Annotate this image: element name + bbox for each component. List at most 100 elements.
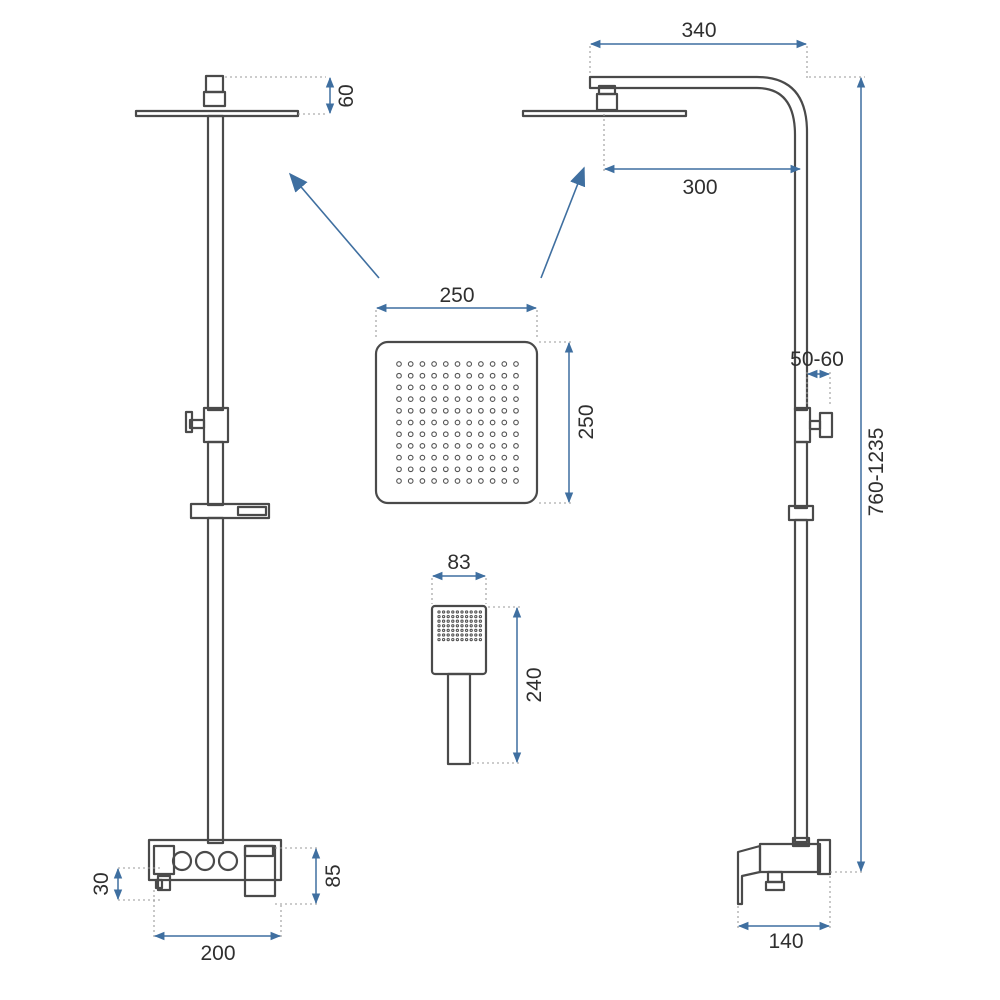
nozzle-hole — [442, 372, 449, 379]
nozzle-hole — [407, 372, 414, 379]
nozzle-hole — [396, 431, 402, 438]
nozzle-hole — [464, 624, 469, 628]
nozzle-hole — [396, 454, 402, 461]
nozzle-hole — [419, 384, 426, 391]
nozzle-hole — [455, 633, 460, 637]
front-riser-pipe — [206, 114, 225, 412]
nozzle-hole — [442, 454, 449, 461]
nozzle-hole — [478, 637, 483, 642]
nozzle-hole — [478, 478, 484, 484]
nozzle-hole — [478, 443, 484, 449]
nozzle-hole — [442, 478, 449, 484]
nozzle-hole — [451, 610, 455, 614]
nozzle-hole — [478, 372, 484, 379]
nozzle-hole — [489, 407, 496, 414]
nozzle-hole — [466, 372, 473, 379]
nozzle-hole — [469, 628, 473, 633]
nozzle-hole — [407, 361, 414, 367]
nozzle-hole — [474, 614, 478, 619]
nozzle-hole — [474, 610, 478, 614]
nozzle-hole — [513, 361, 519, 367]
nozzle-hole — [451, 624, 455, 628]
nozzle-hole — [513, 478, 519, 484]
dim-mixer-width: 200 — [200, 942, 235, 965]
nozzle-hole — [454, 419, 461, 426]
nozzle-hole — [489, 431, 496, 438]
nozzle-hole — [431, 372, 437, 379]
nozzle-hole — [501, 361, 508, 367]
nozzle-hole — [478, 619, 483, 623]
nozzle-hole — [501, 431, 508, 438]
nozzle-hole — [478, 419, 484, 426]
nozzle-hole — [501, 478, 508, 484]
nozzle-hole — [419, 419, 426, 426]
nozzle-hole — [489, 443, 496, 449]
nozzle-hole — [446, 624, 450, 628]
nozzle-hole — [489, 361, 496, 367]
rain-head-nozzles — [396, 361, 519, 484]
nozzle-hole — [431, 443, 437, 449]
nozzle-hole — [489, 396, 496, 402]
nozzle-hole — [437, 633, 441, 637]
nozzle-hole — [455, 628, 460, 633]
dim-hand-length: 240 — [523, 667, 546, 702]
nozzle-hole — [501, 384, 508, 391]
dim-head-width: 250 — [439, 284, 474, 307]
hand-shower-handle — [446, 672, 472, 766]
nozzle-hole — [454, 384, 461, 391]
nozzle-hole — [478, 610, 483, 614]
nozzle-hole — [489, 372, 496, 379]
nozzle-hole — [501, 407, 508, 414]
nozzle-hole — [451, 633, 455, 637]
pointer-arrow-right — [540, 166, 586, 279]
nozzle-hole — [460, 624, 464, 628]
nozzle-hole — [454, 466, 461, 473]
nozzle-hole — [478, 628, 483, 633]
nozzle-hole — [442, 431, 449, 438]
nozzle-hole — [469, 619, 473, 623]
nozzle-hole — [396, 384, 402, 391]
nozzle-hole — [419, 454, 426, 461]
nozzle-hole — [407, 407, 414, 414]
dim-total-height: 760-1235 — [865, 428, 888, 517]
dim-head-height: 250 — [575, 404, 598, 439]
nozzle-hole — [469, 624, 473, 628]
nozzle-hole — [478, 384, 484, 391]
dim-front-head-height: 60 — [335, 84, 358, 107]
nozzle-hole — [451, 619, 455, 623]
dim-side-head-offset: 300 — [682, 176, 717, 199]
nozzle-hole — [454, 431, 461, 438]
nozzle-hole — [431, 407, 437, 414]
front-mixer-lever — [243, 844, 277, 898]
nozzle-hole — [442, 419, 449, 426]
nozzle-hole — [407, 443, 414, 449]
nozzle-hole — [513, 372, 519, 379]
nozzle-hole — [478, 396, 484, 402]
nozzle-hole — [441, 610, 446, 614]
nozzle-hole — [469, 633, 473, 637]
nozzle-hole — [469, 610, 473, 614]
nozzle-hole — [464, 637, 469, 642]
nozzle-hole — [437, 610, 441, 614]
nozzle-hole — [489, 466, 496, 473]
front-mixer-body — [147, 838, 283, 882]
nozzle-hole — [454, 361, 461, 367]
center-details: 250 250 83 240 — [288, 166, 598, 766]
nozzle-hole — [396, 466, 402, 473]
nozzle-hole — [441, 628, 446, 633]
nozzle-hole — [460, 637, 464, 642]
nozzle-hole — [474, 628, 478, 633]
nozzle-hole — [489, 419, 496, 426]
nozzle-hole — [454, 407, 461, 414]
nozzle-hole — [513, 384, 519, 391]
nozzle-hole — [419, 466, 426, 473]
side-mixer-lever — [736, 844, 762, 906]
nozzle-hole — [469, 614, 473, 619]
nozzle-hole — [419, 407, 426, 414]
nozzle-hole — [455, 619, 460, 623]
nozzle-hole — [454, 396, 461, 402]
nozzle-hole — [442, 407, 449, 414]
nozzle-hole — [441, 619, 446, 623]
nozzle-hole — [513, 466, 519, 473]
